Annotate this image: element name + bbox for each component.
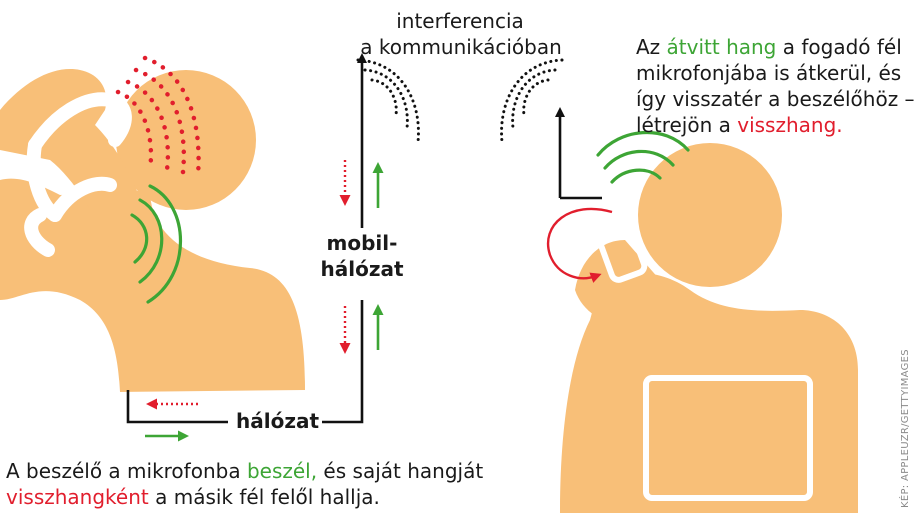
interference-label-line1: interferencia — [396, 9, 524, 33]
right-caption-line3: így visszatér a beszélőhöz – — [636, 87, 915, 111]
right-caption-text: létrejön a — [636, 113, 738, 137]
echo-waves-left-icon — [115, 55, 201, 178]
right-caption-text: a fogadó fél — [776, 35, 902, 59]
interference-waves-right-icon — [500, 58, 564, 144]
right-caption-line1: Az átvitt hang a fogadó fél — [636, 34, 902, 60]
network-label: hálózat — [236, 409, 320, 433]
mobile-network-label-line1: mobil- — [326, 231, 398, 255]
laptop-icon — [643, 375, 813, 501]
speech-arrows — [145, 162, 384, 442]
bottom-caption-line1: A beszélő a mikrofonba beszél, és saját … — [6, 458, 483, 484]
right-caption-red: visszhang. — [737, 113, 843, 137]
phone-left-icon — [24, 92, 132, 257]
interference-label-line2: a kommunikációban — [360, 35, 562, 59]
network-path — [126, 53, 602, 424]
right-caption-line4: létrejön a visszhang. — [636, 112, 843, 138]
echo-arrows — [146, 160, 351, 410]
photo-credit: KÉP: APPLEUZR/GETTYIMAGES — [900, 349, 911, 508]
speech-waves-left-icon — [130, 184, 182, 304]
right-caption-green: átvitt hang — [666, 35, 777, 59]
mobile-network-label-line2: hálózat — [320, 257, 404, 281]
person-left-icon — [0, 69, 305, 392]
bottom-caption-line2: visszhangként a másik fél felől hallja. — [6, 484, 380, 510]
bottom-caption-red: visszhangként — [6, 485, 149, 509]
echo-loop-arrow — [547, 207, 613, 283]
bottom-caption-text: A beszélő a mikrofonba — [6, 459, 247, 483]
phone-right-icon — [590, 207, 648, 283]
bottom-caption-green: beszél, — [246, 459, 318, 483]
bottom-caption-text: és saját hangját — [317, 459, 484, 483]
bottom-caption-text: a másik fél felől hallja. — [148, 485, 380, 509]
right-caption-text: Az — [636, 35, 667, 59]
interference-waves-left-icon — [356, 58, 420, 144]
right-caption-line2: mikrofonjába is átkerül, és — [636, 61, 902, 85]
person-right-icon — [560, 143, 858, 513]
speech-waves-right-icon — [596, 130, 690, 184]
